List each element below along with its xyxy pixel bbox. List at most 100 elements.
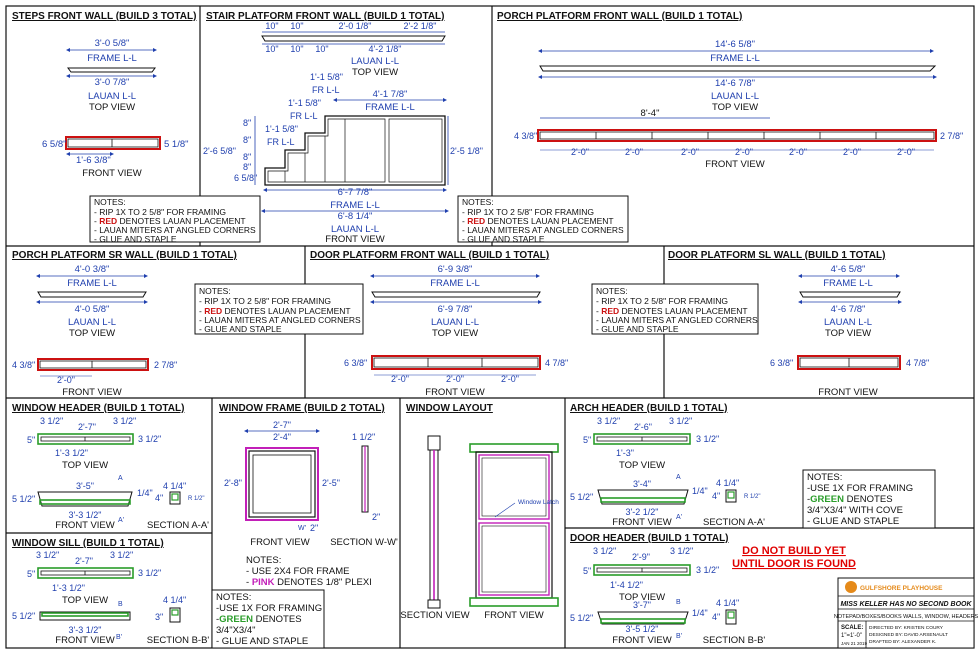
svg-text:TOP VIEW: TOP VIEW xyxy=(619,592,665,603)
svg-text:10": 10" xyxy=(315,44,328,54)
svg-text:FRAME L-L: FRAME L-L xyxy=(710,53,760,64)
svg-text:3'-5": 3'-5" xyxy=(76,481,94,491)
svg-text:4'-0 5/8": 4'-0 5/8" xyxy=(75,304,110,315)
svg-text:2'-5": 2'-5" xyxy=(322,478,340,488)
stair-panel: STAIR PLATFORM FRONT WALL (BUILD 1 TOTAL… xyxy=(203,11,483,245)
svg-text:14'-6 5/8": 14'-6 5/8" xyxy=(715,39,755,50)
warning-line-1: DO NOT BUILD YET xyxy=(742,545,846,557)
svg-text:-USE 1X FOR FRAMING: -USE 1X FOR FRAMING xyxy=(216,603,322,614)
svg-text:-USE 1X FOR FRAMING: -USE 1X FOR FRAMING xyxy=(807,483,913,494)
svg-text:- RIP 1X TO 2 5/8" FOR FRAMING: - RIP 1X TO 2 5/8" FOR FRAMING xyxy=(596,296,728,306)
svg-text:2'-0": 2'-0" xyxy=(57,375,75,385)
svg-text:3 1/2": 3 1/2" xyxy=(40,416,63,426)
svg-text:SECTION W-W': SECTION W-W' xyxy=(330,537,398,548)
svg-text:2'-0": 2'-0" xyxy=(391,374,409,384)
title-block: GULFSHORE PLAYHOUSE MISS KELLER HAS NO S… xyxy=(834,577,978,649)
svg-text:FRONT VIEW: FRONT VIEW xyxy=(62,387,121,398)
svg-text:TOP VIEW: TOP VIEW xyxy=(62,460,108,471)
svg-text:3 1/2": 3 1/2" xyxy=(696,565,719,575)
svg-text:ARCH HEADER (BUILD 1 TOTAL): ARCH HEADER (BUILD 1 TOTAL) xyxy=(570,403,727,414)
svg-text:3 1/2": 3 1/2" xyxy=(696,434,719,444)
svg-text:4 1/4": 4 1/4" xyxy=(716,598,739,608)
svg-text:1'-3 1/2": 1'-3 1/2" xyxy=(55,448,88,458)
svg-text:14'-6 7/8": 14'-6 7/8" xyxy=(715,78,755,89)
svg-text:2'-0": 2'-0" xyxy=(681,147,699,157)
svg-text:TOP VIEW: TOP VIEW xyxy=(619,460,665,471)
stair-front-elevation xyxy=(264,115,446,186)
svg-text:- LAUAN MITERS AT ANGLED CORNE: - LAUAN MITERS AT ANGLED CORNERS xyxy=(94,225,256,235)
svg-text:2'-0": 2'-0" xyxy=(571,147,589,157)
svg-text:- GLUE AND STAPLE: - GLUE AND STAPLE xyxy=(216,636,308,647)
svg-text:- RIP 1X TO 2 5/8" FOR FRAMING: - RIP 1X TO 2 5/8" FOR FRAMING xyxy=(199,296,331,306)
svg-text:- LAUAN MITERS AT ANGLED CORNE: - LAUAN MITERS AT ANGLED CORNERS xyxy=(199,315,361,325)
svg-text:WINDOW LAYOUT: WINDOW LAYOUT xyxy=(406,403,493,414)
svg-text:4'-2 1/8": 4'-2 1/8" xyxy=(369,44,402,54)
logo-icon xyxy=(845,581,857,593)
svg-text:B': B' xyxy=(116,634,122,641)
svg-text:1'-1 5/8": 1'-1 5/8" xyxy=(288,98,321,108)
svg-text:5 1/2": 5 1/2" xyxy=(12,611,35,621)
notes-box-green-cove: NOTES: -USE 1X FOR FRAMING -GREEN DENOTE… xyxy=(802,469,936,529)
svg-text:- RED DENOTES LAUAN PLACEMENT: - RED DENOTES LAUAN PLACEMENT xyxy=(199,306,351,316)
svg-text:10": 10" xyxy=(290,21,303,31)
svg-text:- RED DENOTES LAUAN PLACEMENT: - RED DENOTES LAUAN PLACEMENT xyxy=(94,216,246,226)
svg-text:6'-8 1/4": 6'-8 1/4" xyxy=(338,211,373,222)
svg-text:- GLUE AND STAPLE: - GLUE AND STAPLE xyxy=(596,324,679,334)
svg-text:5": 5" xyxy=(27,569,35,579)
svg-text:DRAFTED BY: ALEXANDER K.: DRAFTED BY: ALEXANDER K. xyxy=(869,639,936,645)
svg-text:3'-7": 3'-7" xyxy=(633,600,651,610)
svg-text:2'-6 5/8": 2'-6 5/8" xyxy=(203,146,236,156)
svg-text:8": 8" xyxy=(243,162,251,172)
window-frame-panel: WINDOW FRAME (BUILD 2 TOTAL) 2'-7" 2'-4"… xyxy=(219,403,398,588)
notes-box-green: NOTES: -USE 1X FOR FRAMING -GREEN DENOTE… xyxy=(211,589,325,649)
notes-box-door-front: NOTES: - RIP 1X TO 2 5/8" FOR FRAMING - … xyxy=(591,283,759,335)
svg-text:3 1/2": 3 1/2" xyxy=(36,550,59,560)
svg-text:1'-1 5/8": 1'-1 5/8" xyxy=(265,124,298,134)
svg-text:3'-4": 3'-4" xyxy=(633,479,651,489)
svg-text:PORCH PLATFORM FRONT WALL (BUI: PORCH PLATFORM FRONT WALL (BUILD 1 TOTAL… xyxy=(497,11,742,22)
svg-text:3'-5 1/2": 3'-5 1/2" xyxy=(626,624,659,634)
svg-text:2 7/8": 2 7/8" xyxy=(154,360,177,370)
svg-text:2'-9": 2'-9" xyxy=(632,552,650,562)
svg-text:4 7/8": 4 7/8" xyxy=(545,358,568,368)
svg-text:NOTES:: NOTES: xyxy=(462,197,494,207)
steps-panel: STEPS FRONT WALL (BUILD 3 TOTAL) 3'-0 5/… xyxy=(12,11,196,179)
svg-text:FR L-L: FR L-L xyxy=(290,111,318,121)
steps-span-dim: 1'-6 3/8" xyxy=(76,155,111,166)
svg-text:4'-1 7/8": 4'-1 7/8" xyxy=(373,89,408,100)
svg-text:3 1/2": 3 1/2" xyxy=(110,550,133,560)
svg-text:5 1/2": 5 1/2" xyxy=(570,492,593,502)
svg-text:-GREEN DENOTES: -GREEN DENOTES xyxy=(216,614,302,625)
svg-text:LAUAN L-L: LAUAN L-L xyxy=(68,317,116,328)
svg-text:NOTES:: NOTES: xyxy=(94,197,126,207)
svg-text:4'-6 5/8": 4'-6 5/8" xyxy=(831,264,866,275)
svg-text:WINDOW SILL (BUILD 1 TOTAL): WINDOW SILL (BUILD 1 TOTAL) xyxy=(12,538,164,549)
svg-text:4 1/4": 4 1/4" xyxy=(163,595,186,605)
arch-header-panel: ARCH HEADER (BUILD 1 TOTAL) 3 1/2" 2'-6"… xyxy=(570,403,765,528)
svg-text:Window Latch: Window Latch xyxy=(518,499,559,506)
svg-text:DOOR PLATFORM FRONT WALL (BUIL: DOOR PLATFORM FRONT WALL (BUILD 1 TOTAL) xyxy=(310,250,549,261)
window-header-panel: WINDOW HEADER (BUILD 1 TOTAL) 3 1/2" 2'-… xyxy=(12,403,209,531)
svg-text:R 1/2": R 1/2" xyxy=(188,496,204,502)
svg-text:2'-0": 2'-0" xyxy=(897,147,915,157)
svg-text:5": 5" xyxy=(27,435,35,445)
svg-text:2'-0": 2'-0" xyxy=(446,374,464,384)
svg-text:8": 8" xyxy=(243,135,251,145)
warning-line-2: UNTIL DOOR IS FOUND xyxy=(732,558,856,570)
svg-text:6 5/8": 6 5/8" xyxy=(234,173,257,183)
svg-text:2 7/8": 2 7/8" xyxy=(940,131,963,141)
svg-text:5": 5" xyxy=(583,435,591,445)
svg-text:LAUAN L-L: LAUAN L-L xyxy=(351,56,399,67)
svg-text:3": 3" xyxy=(155,612,163,622)
svg-text:6 3/8": 6 3/8" xyxy=(344,358,367,368)
svg-text:DESIGNED BY: DAVID ARSENAULT: DESIGNED BY: DAVID ARSENAULT xyxy=(869,632,948,638)
svg-text:2'-0": 2'-0" xyxy=(735,147,753,157)
svg-text:8'-4": 8'-4" xyxy=(641,108,660,119)
svg-text:TOP VIEW: TOP VIEW xyxy=(432,328,478,339)
svg-text:2'-7": 2'-7" xyxy=(273,420,291,430)
svg-text:SCALE:: SCALE: xyxy=(841,625,863,631)
svg-text:5": 5" xyxy=(583,566,591,576)
svg-text:- RIP 1X TO 2 5/8" FOR FRAMING: - RIP 1X TO 2 5/8" FOR FRAMING xyxy=(94,207,226,217)
svg-text:2'-0 1/8": 2'-0 1/8" xyxy=(339,21,372,31)
